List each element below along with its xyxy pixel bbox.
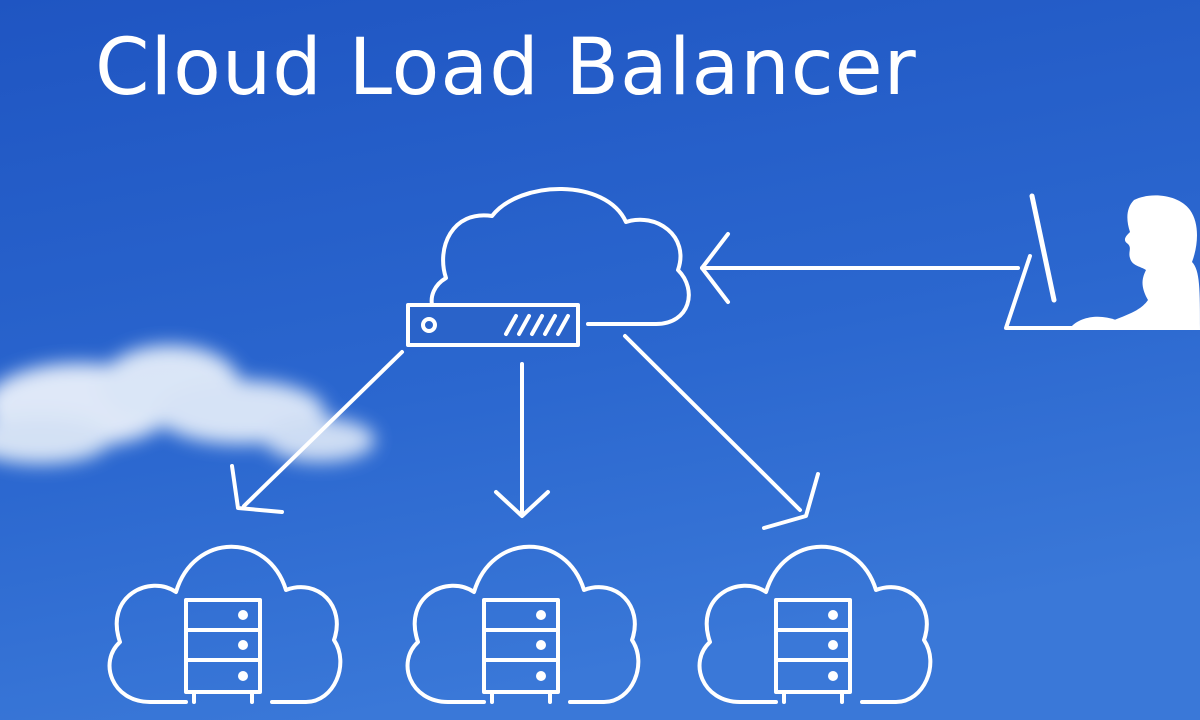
user-request-arrow (700, 232, 1020, 304)
user-at-computer-icon (1004, 193, 1200, 330)
arrow-to-backend-1 (230, 350, 404, 514)
page-title: Cloud Load Balancer (95, 23, 917, 113)
arrow-to-backend-2 (494, 362, 550, 518)
top-cloud-icon (429, 187, 691, 326)
arrow-to-backend-3 (623, 334, 820, 530)
backend-server-2 (405, 544, 641, 704)
server-rack-icon (482, 598, 560, 704)
server-rack-icon (774, 598, 852, 704)
backend-server-3 (697, 544, 933, 704)
sky-cloud (0, 345, 375, 464)
backend-server-1 (107, 544, 343, 704)
load-balancer-icon (406, 303, 580, 347)
server-rack-icon (184, 598, 262, 704)
